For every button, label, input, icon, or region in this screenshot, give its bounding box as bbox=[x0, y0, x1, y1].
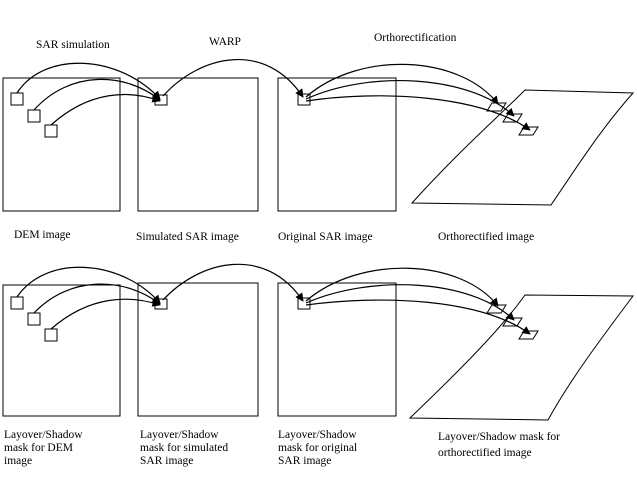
simulated-sar-image-box bbox=[137, 77, 259, 212]
orthorectified-image-caption: Orthorectified image bbox=[438, 231, 534, 243]
orthorectified-mask-parallelogram bbox=[408, 294, 634, 421]
orthorectification-arrow-2 bbox=[305, 80, 515, 117]
orthorectification-arrow-1 bbox=[305, 63, 499, 105]
mask-sar-simulation-arrow-1 bbox=[16, 266, 161, 304]
orthorectification-label: Orthorectification bbox=[374, 32, 457, 44]
simulated-sar-image-caption: Simulated SAR image bbox=[136, 231, 239, 243]
dem-mask-pixel-3 bbox=[44, 328, 58, 342]
sar-simulation-arrow-3 bbox=[50, 93, 161, 126]
dem-mask-pixel-1 bbox=[10, 296, 24, 310]
simulated-sar-mask-box bbox=[137, 282, 259, 417]
dem-mask-box bbox=[2, 284, 121, 417]
sar-simulation-label: SAR simulation bbox=[36, 39, 110, 51]
mask-sar-simulation-arrow-2 bbox=[33, 283, 161, 314]
original-sar-mask-pixel bbox=[297, 297, 311, 310]
original-sar-mask-box bbox=[277, 282, 397, 417]
ortho-mask-pixel-1 bbox=[486, 304, 507, 314]
sar-simulation-arrow-1 bbox=[16, 62, 161, 100]
dem-mask-caption: Layover/Shadow mask for DEM image bbox=[4, 429, 85, 467]
orthorectification-arrow-3 bbox=[305, 95, 531, 131]
warp-arrow bbox=[162, 59, 304, 98]
orthorectified-image-parallelogram bbox=[410, 89, 635, 206]
ortho-mask-pixel-3 bbox=[518, 330, 539, 340]
sar-simulation-arrow-2 bbox=[33, 78, 161, 111]
dem-mask-pixel-2 bbox=[27, 312, 41, 326]
ortho-pixel-3 bbox=[518, 126, 539, 136]
dem-image-box bbox=[2, 77, 121, 212]
original-sar-image-caption: Original SAR image bbox=[278, 231, 373, 243]
original-sar-mask-caption: Layover/Shadow mask for original SAR ima… bbox=[278, 429, 360, 467]
dem-pixel-3 bbox=[44, 124, 58, 138]
mask-warp-arrow bbox=[162, 263, 304, 302]
ortho-pixel-1 bbox=[486, 102, 507, 112]
mask-orthorectification-arrow-1 bbox=[305, 267, 499, 307]
warp-label: WARP bbox=[209, 36, 241, 48]
mask-orthorectification-arrow-2 bbox=[305, 284, 515, 321]
dem-pixel-1 bbox=[10, 92, 24, 106]
mask-orthorectification-arrow-3 bbox=[305, 299, 531, 335]
original-sar-pixel bbox=[297, 93, 311, 106]
dem-image-caption: DEM image bbox=[14, 229, 71, 241]
dem-pixel-2 bbox=[27, 109, 41, 123]
mask-sar-simulation-arrow-3 bbox=[50, 298, 161, 330]
simulated-sar-mask-caption: Layover/Shadow mask for simulated SAR im… bbox=[140, 429, 231, 467]
orthorectified-mask-caption: Layover/Shadow mask for orthorectified i… bbox=[438, 431, 563, 459]
